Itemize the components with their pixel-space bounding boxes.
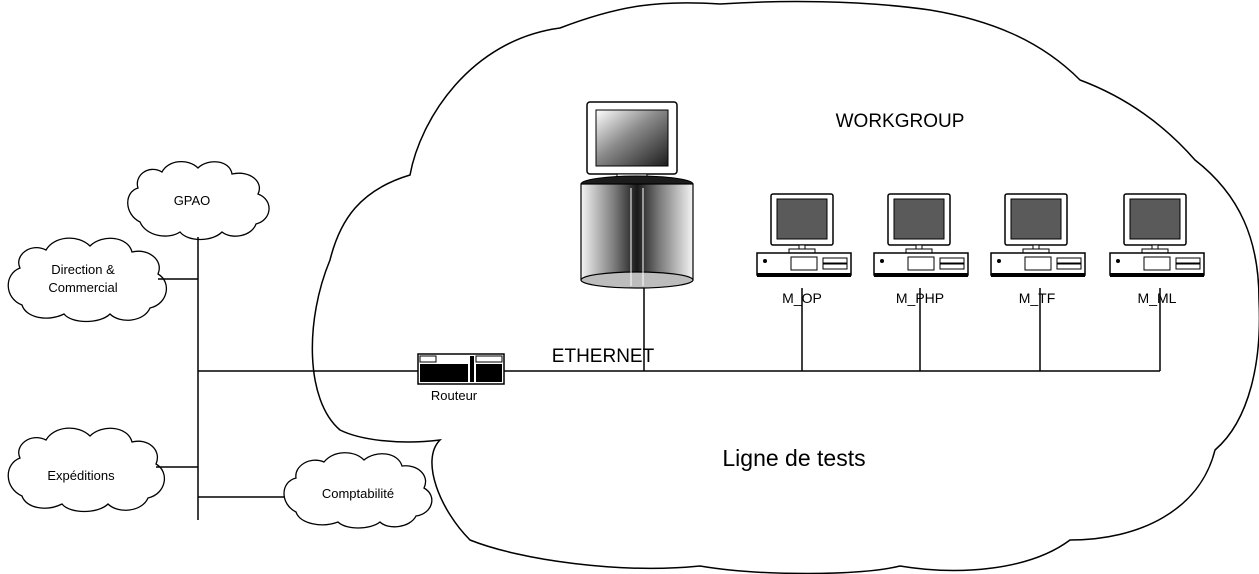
desktop-computer-icon bbox=[756, 193, 852, 278]
ethernet-label: ETHERNET bbox=[552, 346, 655, 367]
gpao-label: GPAO bbox=[174, 193, 211, 208]
workgroup-label: WORKGROUP bbox=[836, 111, 965, 132]
expeditions-cloud: Expéditions bbox=[7, 427, 166, 513]
workstation-label: M_OP bbox=[782, 290, 822, 306]
ethernet-bus bbox=[504, 283, 1161, 372]
workstation-label: M_TF bbox=[1019, 290, 1056, 306]
workstation-label: M_ML bbox=[1138, 290, 1177, 306]
direction-label-line-1: Direction & bbox=[51, 262, 115, 277]
cloud-icon bbox=[7, 237, 168, 323]
expeditions-label: Expéditions bbox=[47, 468, 115, 483]
server bbox=[580, 101, 694, 289]
workstation-m-ml: M_ML bbox=[1109, 193, 1205, 306]
direction-cloud: Direction & Commercial bbox=[7, 237, 168, 323]
cloud-icon bbox=[7, 427, 166, 513]
desktop-computer-icon bbox=[990, 193, 1086, 278]
server-tower-icon bbox=[580, 101, 694, 289]
comptabilite-label: Comptabilité bbox=[322, 486, 394, 501]
left-backbone bbox=[156, 237, 418, 520]
router-label: Routeur bbox=[431, 388, 478, 403]
gpao-cloud: GPAO bbox=[127, 161, 270, 241]
cloud-icon bbox=[283, 452, 433, 529]
router: Routeur bbox=[417, 353, 505, 403]
lab-cloud-label: Ligne de tests bbox=[722, 445, 865, 471]
workstation-m-op: M_OP bbox=[756, 193, 852, 306]
router-icon bbox=[417, 353, 505, 385]
comptabilite-cloud: Comptabilité bbox=[283, 452, 433, 529]
workstation-label: M_PHP bbox=[896, 290, 944, 306]
workstation-m-php: M_PHP bbox=[873, 193, 969, 306]
cloud-icon bbox=[127, 161, 270, 241]
desktop-computer-icon bbox=[873, 193, 969, 278]
lab-cloud-shape bbox=[311, 0, 1259, 574]
direction-label-line-2: Commercial bbox=[48, 280, 117, 295]
workstation-m-tf: M_TF bbox=[990, 193, 1086, 306]
desktop-computer-icon bbox=[1109, 193, 1205, 278]
